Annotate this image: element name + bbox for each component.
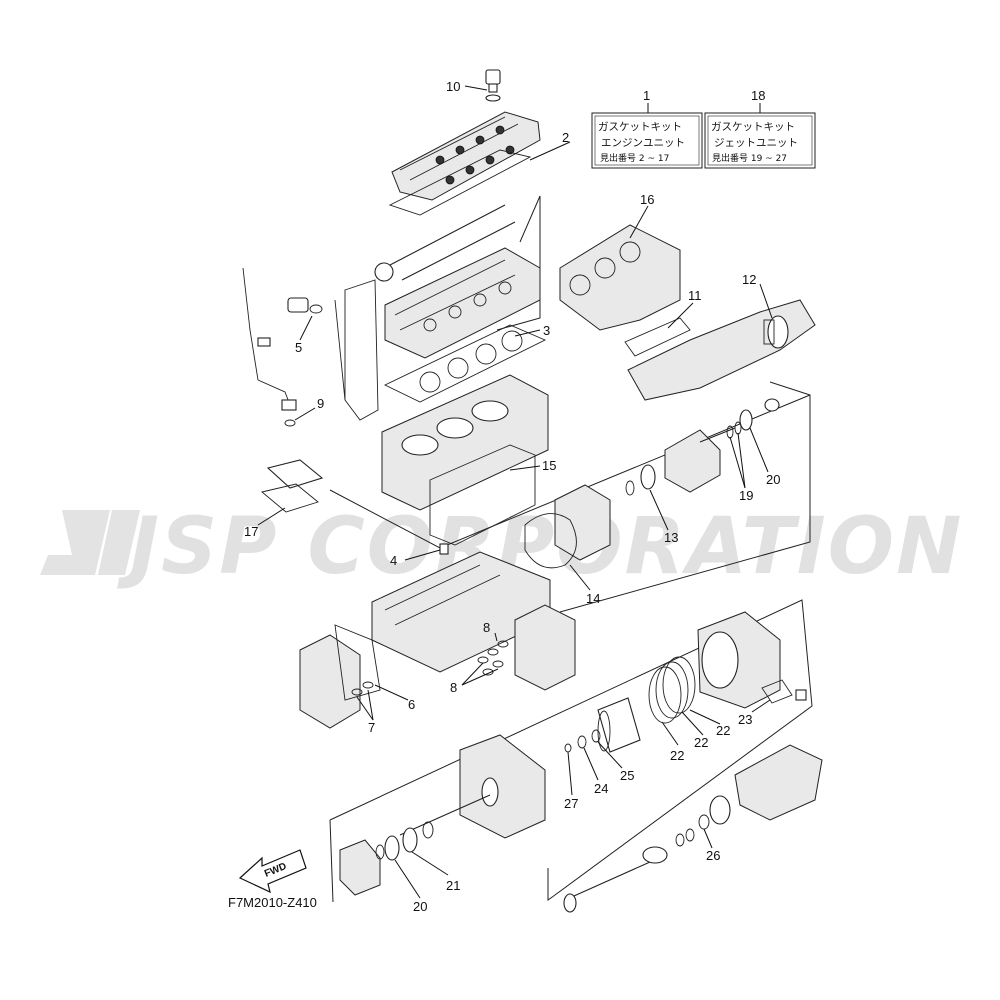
jet-nozzle: 26 xyxy=(698,744,823,863)
impeller-liner: 25 24 27 xyxy=(564,697,641,811)
cylinder-head-cover xyxy=(391,111,541,201)
callout-22-c: 22 xyxy=(716,723,730,738)
callout-19: 19 xyxy=(739,488,753,503)
callout-8-upper: 8 xyxy=(483,620,490,635)
callout-23: 23 xyxy=(738,712,752,727)
callout-25: 25 xyxy=(620,768,634,783)
kit-box-jet-line-3: 見出番号 19 ~ 27 xyxy=(712,152,787,164)
head-cover-gasket: 2 xyxy=(388,130,571,216)
callout-3: 3 xyxy=(543,323,550,338)
callout-6: 6 xyxy=(408,697,415,712)
diagram-code: F7M2010-Z410 xyxy=(228,895,317,910)
callout-12: 12 xyxy=(742,272,756,287)
plug: 4 xyxy=(390,543,449,568)
cylinder-block xyxy=(381,374,549,511)
crankcase-gasket: 15 xyxy=(429,444,556,546)
drive-shaft-housing: 19 20 xyxy=(664,398,780,503)
jet-pump-housing: 22 22 22 23 xyxy=(648,611,807,763)
callout-13: 13 xyxy=(664,530,678,545)
stator-cover: 6 7 xyxy=(299,624,415,735)
kit-box-engine-line-1: ガスケットキット xyxy=(598,121,682,133)
kit-box-jet-line-2: ジェットユニット xyxy=(714,137,798,149)
callout-2: 2 xyxy=(562,130,569,145)
kit-box-engine-line-3: 見出番号 2 ~ 17 xyxy=(600,152,669,164)
coupling-housing: 13 xyxy=(554,464,678,561)
oil-dipstick: 9 xyxy=(242,267,324,427)
front-coupling-bearings: 20 21 xyxy=(339,821,460,914)
camshafts xyxy=(374,204,516,282)
callout-21: 21 xyxy=(446,878,460,893)
kit-box-engine-ref: 1 xyxy=(643,88,650,103)
callout-5: 5 xyxy=(295,340,302,355)
callout-22-b: 22 xyxy=(694,735,708,750)
kit-box-engine-line-2: エンジンユニット xyxy=(601,137,685,149)
oil-pump: 8 8 xyxy=(450,604,576,695)
callout-27: 27 xyxy=(564,796,578,811)
callout-20-upper: 20 xyxy=(766,472,780,487)
kit-box-jet-line-1: ガスケットキット xyxy=(711,121,795,133)
callout-7: 7 xyxy=(368,720,375,735)
intermediate-housing xyxy=(399,734,546,839)
cylinder-head xyxy=(384,247,541,359)
kit-box-engine: 1 ガスケットキット エンジンユニット 見出番号 2 ~ 17 xyxy=(591,88,703,169)
kit-box-jet-ref: 18 xyxy=(751,88,765,103)
kit-box-jet: 18 ガスケットキット ジェットユニット 見出番号 19 ~ 27 xyxy=(704,88,816,169)
water-lock-muffler: 12 xyxy=(627,272,816,401)
callout-20-lower: 20 xyxy=(413,899,427,914)
callout-9: 9 xyxy=(317,396,324,411)
callout-26: 26 xyxy=(706,848,720,863)
callout-14: 14 xyxy=(586,591,600,606)
head-gasket: 3 xyxy=(383,323,550,403)
callout-10: 10 xyxy=(446,79,460,94)
chain-tensioner: 5 xyxy=(287,297,323,355)
oil-filler-cap: 10 xyxy=(446,69,501,102)
callout-16: 16 xyxy=(640,192,654,207)
breather-plate: 17 xyxy=(244,459,324,539)
callout-4: 4 xyxy=(390,553,397,568)
callout-11: 11 xyxy=(688,288,702,303)
coupling-o-ring: 14 xyxy=(524,513,600,606)
exhaust-manifold: 16 xyxy=(559,192,681,331)
callout-8-lower: 8 xyxy=(450,680,457,695)
callout-15: 15 xyxy=(542,458,556,473)
callout-22-a: 22 xyxy=(670,748,684,763)
callout-24: 24 xyxy=(594,781,608,796)
callout-17: 17 xyxy=(244,524,258,539)
impeller-shaft xyxy=(563,828,695,913)
exhaust-gasket: 11 xyxy=(624,288,702,357)
timing-chain xyxy=(334,279,379,421)
watermark-logo-icon xyxy=(40,510,140,575)
fwd-arrow-icon: FWD xyxy=(238,849,307,894)
